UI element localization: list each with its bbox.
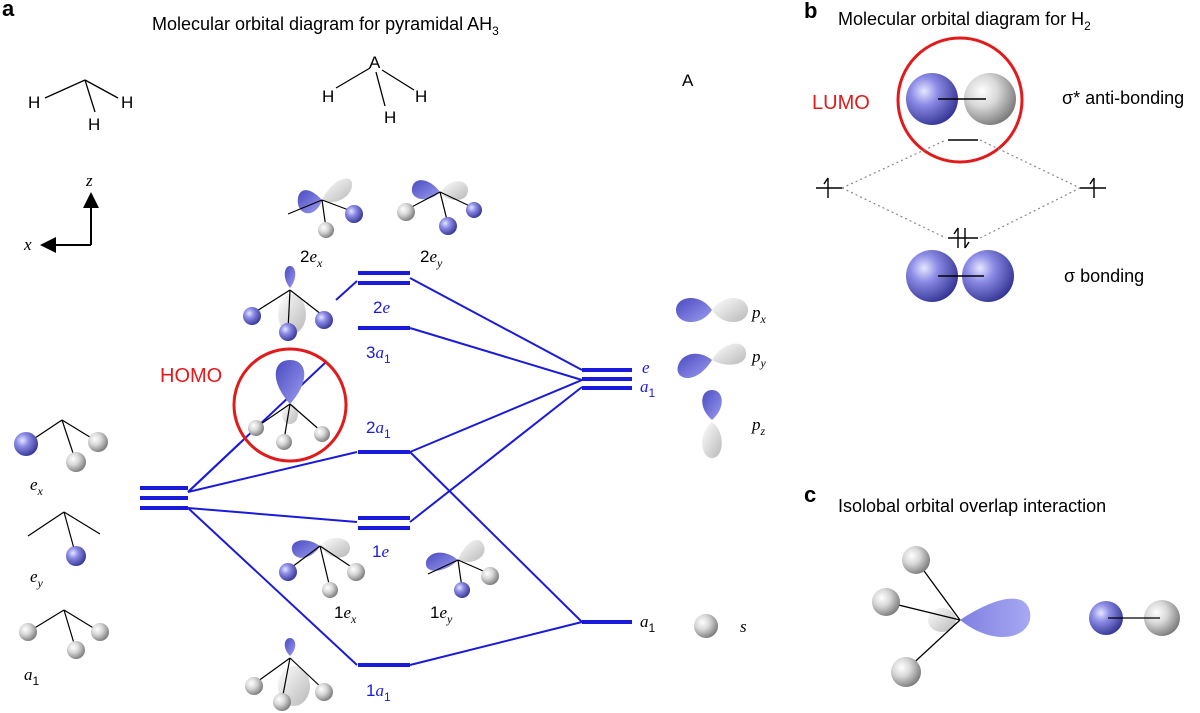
h3-atom-3: H: [88, 115, 100, 134]
h2-levels: [816, 139, 1106, 239]
pz-orbital-icon: [702, 390, 722, 458]
py-orbital-icon: [677, 343, 747, 378]
ligand-ey-orbital-icon: [27, 511, 101, 566]
antibonding-label: σ* anti-bonding: [1062, 88, 1184, 108]
ah3-molecule: [335, 67, 415, 107]
panel-b-title: Molecular orbital diagram for H2: [838, 9, 1091, 33]
mo-2ey-orbital-icon: [397, 180, 482, 235]
mo-label-1a1: 1a1: [366, 681, 391, 704]
h2-antibonding-orbital-icon: [906, 73, 1016, 125]
h3-atom-2: H: [121, 93, 133, 112]
homo-highlight-circle: [232, 347, 348, 463]
s-orbital-icon: [694, 614, 718, 638]
bonding-label: σ bonding: [1064, 266, 1144, 286]
mo-1a1-orbital-icon: [245, 638, 333, 711]
h3-fragment: [44, 79, 119, 113]
mo-label-2a1: 2a1: [366, 418, 391, 441]
mo-3a1-orbital-icon: [243, 266, 333, 341]
ah3-atom-a: A: [369, 53, 381, 72]
py-label: py: [751, 347, 767, 370]
mo-1ex-orbital-icon: [279, 537, 365, 598]
panel-c-letter: c: [804, 482, 816, 507]
panel-a-title: Molecular orbital diagram for pyramidal …: [152, 14, 499, 38]
a-label-a1-s: a1: [640, 612, 656, 635]
axes-icon: [40, 192, 99, 253]
px-label: px: [751, 303, 767, 326]
a-atom-label: A: [682, 71, 694, 90]
ah3-atom-h2: H: [415, 87, 427, 106]
a-label-e: e: [642, 358, 650, 377]
ah3-fragment-overlap-icon: [872, 546, 1031, 687]
h3-atom-1: H: [28, 93, 40, 112]
ligand-ey-label: ey: [30, 567, 44, 590]
mo-2ey-label: 2ey: [420, 247, 443, 270]
homo-label: HOMO: [160, 365, 222, 387]
panel-b-letter: b: [804, 0, 817, 23]
px-orbital-icon: [676, 297, 748, 323]
mo-1ey-label: 1ey: [430, 603, 453, 626]
lumo-label: LUMO: [812, 92, 870, 114]
panel-c-title: Isolobal orbital overlap interaction: [838, 496, 1106, 516]
h2-bonding-orbital-icon: [906, 250, 1014, 302]
correlation-lines: [187, 277, 583, 666]
mo-2a1-orbital-icon: [248, 360, 330, 450]
ligand-a1-orbital-icon: [19, 609, 109, 659]
mo-label-3a1: 3a1: [366, 343, 391, 366]
mo-label-2e: 2e: [373, 298, 390, 317]
pz-label: pz: [751, 415, 766, 438]
ligand-ex-label: ex: [30, 475, 44, 498]
ah3-atom-h3: H: [384, 108, 396, 127]
axis-x-label: x: [23, 235, 32, 254]
mo-label-1e: 1e: [372, 542, 389, 561]
panel-a-letter: a: [2, 0, 15, 21]
a-label-a1: a1: [640, 377, 656, 400]
ligand-a1-label: a1: [24, 665, 40, 688]
ligand-ex-orbital-icon: [14, 419, 108, 472]
mo-2ex-label: 2ex: [300, 247, 323, 270]
energy-levels: [140, 271, 632, 667]
mo-1ex-label: 1ex: [334, 603, 357, 626]
electron-spin-icons: [823, 177, 1095, 249]
ah3-atom-h1: H: [322, 87, 334, 106]
h2-fragment-overlap-icon: [1089, 600, 1180, 636]
mo-2ex-orbital-icon: [287, 178, 363, 238]
lumo-highlight-circle: [896, 36, 1024, 164]
s-label: s: [740, 617, 747, 636]
mo-1ey-orbital-icon: [425, 539, 499, 598]
axis-z-label: z: [85, 171, 93, 190]
h2-correlation-lines: [841, 139, 1081, 239]
